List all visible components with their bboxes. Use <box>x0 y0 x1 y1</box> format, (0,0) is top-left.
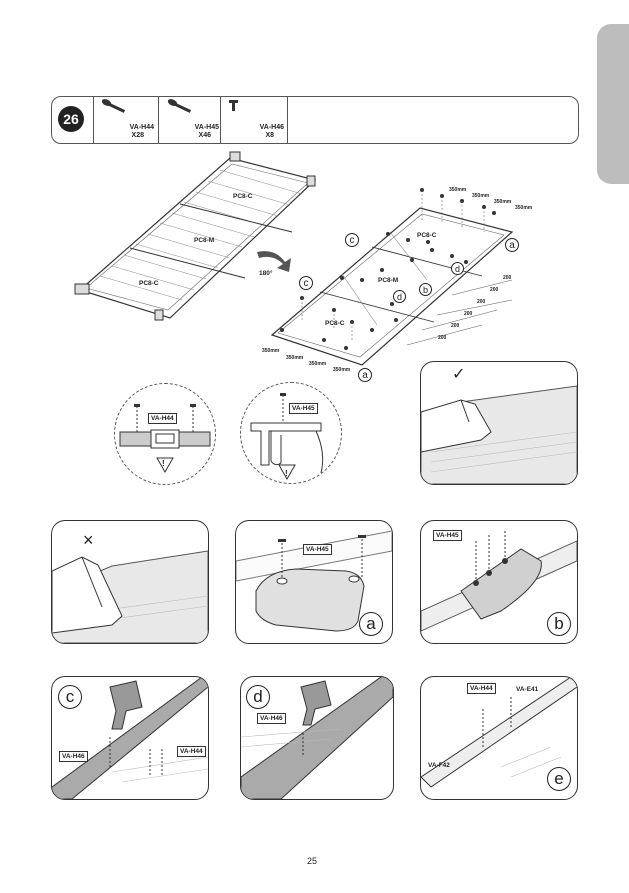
divider <box>93 96 94 143</box>
part-tag: VA-H45 <box>433 530 462 541</box>
dim-label: 200 <box>451 323 460 329</box>
rotate-arrow-icon <box>257 251 291 272</box>
detail-circle-h45 <box>240 382 342 484</box>
dim-label: 350mm <box>309 361 327 367</box>
check-icon: ✓ <box>452 366 466 383</box>
callout-c: c <box>345 233 359 247</box>
roof-overview-right <box>270 188 514 366</box>
dim-label: 200 <box>438 335 447 341</box>
divider <box>287 96 288 143</box>
part-tag: VA-H46 <box>59 751 88 762</box>
part-tag: VA-H44 <box>177 746 206 757</box>
dim-label: 350mm <box>515 205 533 211</box>
callout-a: a <box>505 238 519 252</box>
panel-incorrect <box>51 520 209 644</box>
divider <box>158 96 159 143</box>
panel-label: PC8-M <box>378 277 399 284</box>
panel-label: PC8-C <box>325 320 345 327</box>
part-label: VA-F42 <box>428 762 450 769</box>
dim-label: 350mm <box>333 367 351 373</box>
part-label: VA-E41 <box>516 686 539 693</box>
panel-c <box>51 676 209 800</box>
step-number: 26 <box>58 106 84 132</box>
part-code: VA-H45 <box>194 124 219 131</box>
callout-c: c <box>299 276 313 290</box>
step-letter: b <box>547 612 571 636</box>
callout-d: d <box>393 290 406 303</box>
dim-label: 350mm <box>286 355 304 361</box>
dim-label: 350mm <box>449 187 467 193</box>
warning-icon: ! <box>285 469 288 478</box>
part-qty: X28 <box>131 132 144 139</box>
rotation-label: 180° <box>259 270 273 277</box>
cross-icon: × <box>83 530 94 550</box>
panel-label: PC8-C <box>139 280 159 287</box>
part-tag: VA-H44 <box>467 683 496 694</box>
part-tag: VA-H45 <box>303 544 332 555</box>
panel-correct <box>420 361 578 485</box>
step-letter: c <box>58 685 82 709</box>
part-qty: X8 <box>265 132 274 139</box>
dim-label: 350mm <box>494 199 512 205</box>
callout-d: d <box>451 262 464 275</box>
part-tag: VA-H46 <box>257 713 286 724</box>
dim-label: 200 <box>477 299 486 305</box>
dim-label: 200 <box>503 275 512 281</box>
page-number: 25 <box>307 856 318 866</box>
callout-b: b <box>419 283 432 296</box>
step-letter: e <box>547 767 571 791</box>
panel-label: PC8-C <box>233 193 253 200</box>
dim-label: 350mm <box>262 348 280 354</box>
step-letter: a <box>359 612 383 636</box>
part-tag: VA-H45 <box>289 403 318 414</box>
part-tag: VA-H44 <box>148 413 177 424</box>
divider <box>220 96 221 143</box>
part-code: VA-H44 <box>129 124 154 131</box>
panel-label: PC8-C <box>417 232 437 239</box>
parts-header <box>51 96 579 144</box>
dim-label: 350mm <box>472 193 490 199</box>
panel-label: PC8-M <box>194 237 215 244</box>
screw-short-icon <box>229 100 238 111</box>
warning-icon: ! <box>162 459 165 468</box>
panel-e <box>420 676 578 800</box>
roof-overview-left <box>74 151 317 321</box>
section-tab <box>597 24 629 184</box>
screw-long-icon <box>167 99 192 113</box>
step-letter: d <box>246 685 270 709</box>
dim-label: 200 <box>490 287 499 293</box>
part-code: VA-H46 <box>259 124 284 131</box>
part-qty: X46 <box>198 132 211 139</box>
dim-label: 200 <box>464 311 473 317</box>
screw-long-icon <box>101 99 126 113</box>
detail-circle-h44 <box>114 383 216 485</box>
callout-a: a <box>358 368 372 382</box>
